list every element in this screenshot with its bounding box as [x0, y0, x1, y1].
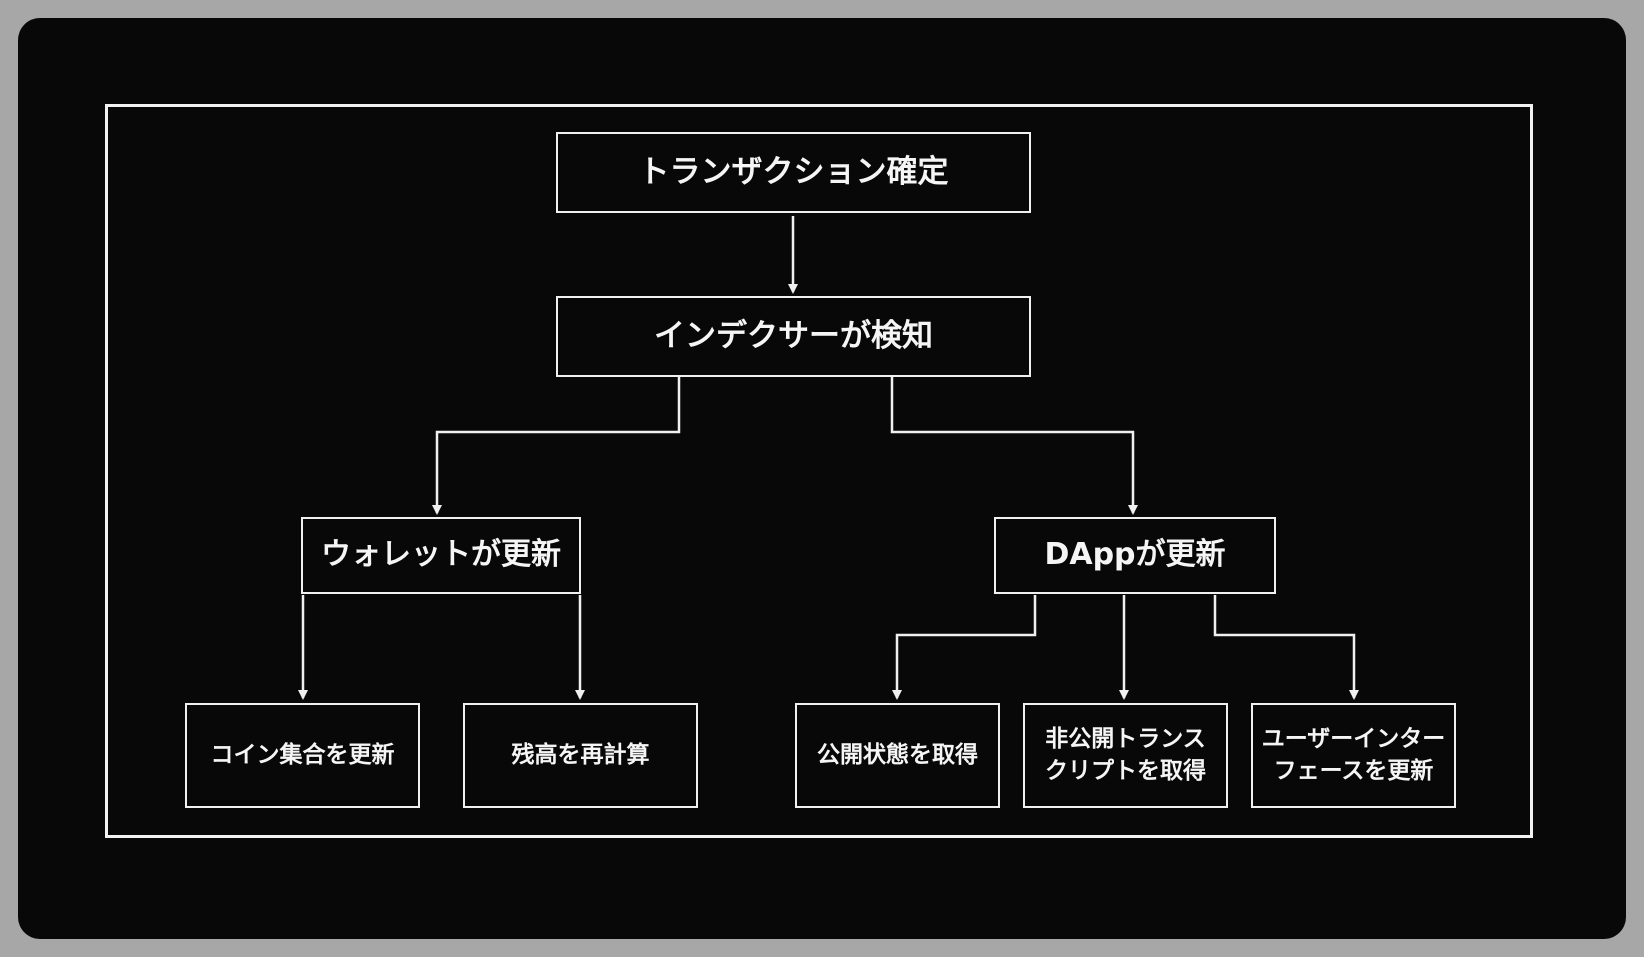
- node-recalculate-balance: 残高を再計算: [463, 703, 698, 808]
- node-label: 非公開トランス クリプトを取得: [1045, 726, 1206, 784]
- node-label: DAppが更新: [1044, 537, 1226, 573]
- node-update-coin-set: コイン集合を更新: [185, 703, 420, 808]
- node-transaction-confirmed: トランザクション確定: [556, 132, 1031, 213]
- node-fetch-private-transcript: 非公開トランス クリプトを取得: [1023, 703, 1228, 808]
- node-fetch-public-state: 公開状態を取得: [795, 703, 1000, 808]
- node-label: 公開状態を取得: [817, 741, 978, 768]
- node-label: ウォレットが更新: [321, 537, 561, 573]
- node-label: ユーザーインター フェースを更新: [1261, 726, 1446, 784]
- node-label: 残高を再計算: [511, 741, 650, 768]
- node-label: トランザクション確定: [638, 153, 949, 190]
- node-label: インデクサーが検知: [654, 317, 933, 354]
- node-indexer-detects: インデクサーが検知: [556, 296, 1031, 377]
- diagram-window: [18, 18, 1626, 939]
- node-label: コイン集合を更新: [210, 741, 395, 768]
- node-wallet-updates: ウォレットが更新: [301, 517, 581, 594]
- diagram-frame: [105, 104, 1533, 838]
- node-dapp-updates: DAppが更新: [994, 517, 1276, 594]
- node-update-user-interface: ユーザーインター フェースを更新: [1251, 703, 1456, 808]
